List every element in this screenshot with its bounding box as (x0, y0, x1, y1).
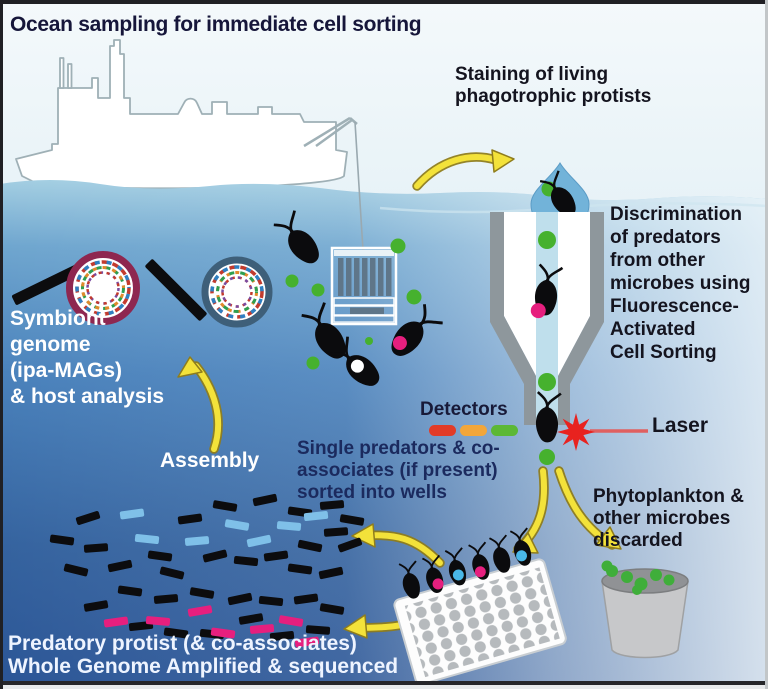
genome-circle-icon (201, 256, 273, 328)
well-plate-icon (393, 525, 567, 686)
flow-arrows (177, 149, 622, 639)
green-microbe-dot (539, 449, 555, 465)
water-sampler-icon (330, 246, 398, 326)
green-microbe-dots (285, 238, 422, 370)
sequence-reads-icon (49, 493, 365, 648)
detector-bars-icon (429, 425, 518, 436)
waste-bin-icon (601, 560, 689, 659)
facs-funnel-icon (490, 212, 604, 425)
laser-star-icon (557, 413, 595, 451)
genome-circle-icon (66, 251, 140, 325)
winch-cable (354, 121, 364, 251)
protist-cell-icon (269, 207, 446, 394)
